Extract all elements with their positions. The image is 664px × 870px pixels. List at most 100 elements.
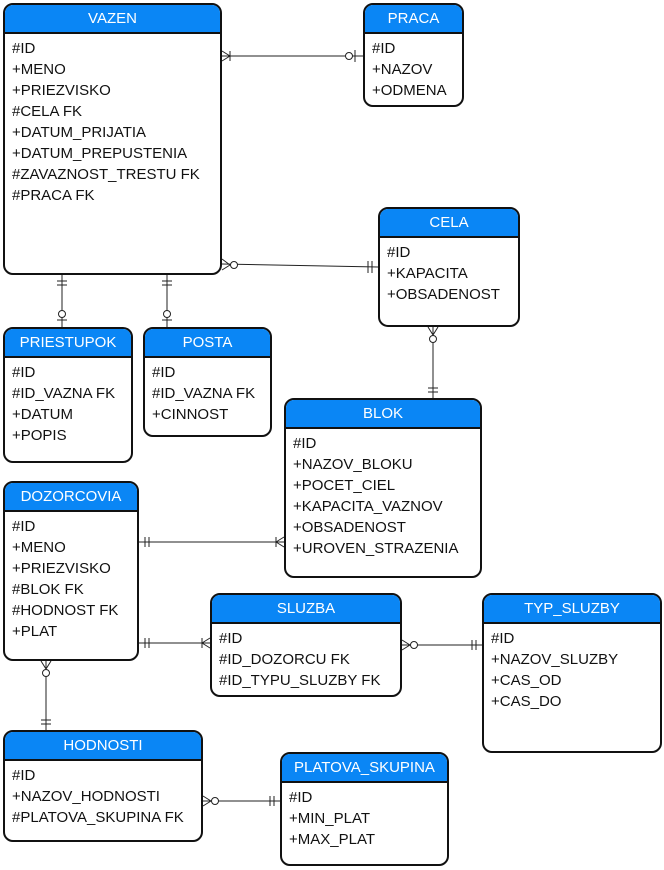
entity-dozorcovia[interactable]: DOZORCOVIA #ID +MENO +PRIEZVISKO #BLOK F…: [3, 481, 139, 661]
attribute: +DATUM_PRIJATIA: [12, 124, 147, 141]
crowfoot-many-vazen-cela: [221, 258, 231, 271]
attribute: +NAZOV_HODNOSTI: [12, 788, 160, 805]
attribute: #ID: [387, 244, 411, 261]
attribute: #ID_VAZNA FK: [12, 385, 116, 402]
attribute: +PLAT: [12, 623, 58, 640]
entity-title: DOZORCOVIA: [5, 483, 137, 512]
attribute: #BLOK FK: [12, 581, 84, 598]
bars-typ: [471, 640, 477, 650]
attribute: #CELA FK: [12, 103, 83, 120]
circle-posta: [163, 310, 171, 318]
entity-title: CELA: [380, 209, 518, 238]
bars-cela: [367, 261, 373, 273]
bars-platova: [269, 796, 275, 806]
circle-hodnosti-platova: [211, 797, 219, 805]
entity-title: TYP_SLUZBY: [484, 595, 660, 624]
attribute: +KAPACITA_VAZNOV: [293, 498, 443, 515]
entity-posta[interactable]: POSTA #ID #ID_VAZNA FK +CINNOST: [143, 327, 272, 437]
crowfoot-cela: [427, 326, 439, 336]
entity-title: POSTA: [145, 329, 270, 358]
attribute: +UROVEN_STRAZENIA: [293, 540, 459, 557]
attribute: +MENO: [12, 539, 66, 556]
attribute: #ID: [289, 789, 313, 806]
attribute: #ID: [219, 630, 243, 647]
attribute: +CAS_DO: [491, 693, 562, 710]
attribute: #PLATOVA_SKUPINA FK: [12, 809, 184, 826]
crowfoot-sluzba: [201, 637, 211, 649]
crowfoot-hodnosti: [202, 795, 212, 807]
entity-vazen[interactable]: VAZEN #ID +MENO +PRIEZVISKO #CELA FK +DA…: [3, 3, 222, 275]
attribute: +KAPACITA: [387, 265, 468, 282]
attribute: +NAZOV: [372, 61, 433, 78]
attribute: #ZAVAZNOST_TRESTU FK: [12, 166, 200, 183]
attribute: #ID_VAZNA FK: [152, 385, 256, 402]
entity-praca[interactable]: PRACA #ID +NAZOV +ODMENA: [363, 3, 464, 107]
attribute: +MIN_PLAT: [289, 810, 370, 827]
attribute: +OBSADENOST: [387, 286, 500, 303]
attribute: #ID_TYPU_SLUZBY FK: [219, 672, 381, 689]
crowfoot-dozorcovia: [40, 660, 52, 670]
rel-vazen-cela: [221, 263, 379, 268]
attribute-list: #ID #ID_VAZNA FK +DATUM +POPIS: [5, 358, 131, 446]
entity-typ-sluzby[interactable]: TYP_SLUZBY #ID +NAZOV_SLUZBY +CAS_OD +CA…: [482, 593, 662, 753]
circle-sluzba-typ: [410, 641, 418, 649]
attribute: #ID: [293, 435, 317, 452]
attribute: #ID: [491, 630, 515, 647]
entity-title: VAZEN: [5, 5, 220, 34]
entity-title: HODNOSTI: [5, 732, 201, 761]
attribute: #HODNOST FK: [12, 602, 119, 619]
circle-priestupok: [58, 310, 66, 318]
attribute: +MAX_PLAT: [289, 831, 376, 848]
entity-platova-skupina[interactable]: PLATOVA_SKUPINA #ID +MIN_PLAT +MAX_PLAT: [280, 752, 449, 866]
attribute: +ODMENA: [372, 82, 447, 99]
attribute: +CINNOST: [152, 406, 229, 423]
entity-title: PRACA: [365, 5, 462, 34]
attribute: +OBSADENOST: [293, 519, 406, 536]
entity-title: PLATOVA_SKUPINA: [282, 754, 447, 783]
attribute-list: #ID +NAZOV_BLOKU +POCET_CIEL +KAPACITA_V…: [286, 429, 480, 559]
attribute-list: #ID #ID_DOZORCU FK #ID_TYPU_SLUZBY FK: [212, 624, 400, 691]
attribute: #ID: [152, 364, 176, 381]
crowfoot-sluzba-typ: [401, 639, 411, 651]
crowfoot-many-vazen: [221, 50, 231, 62]
entity-title: PRIESTUPOK: [5, 329, 131, 358]
attribute: +POPIS: [12, 427, 67, 444]
attribute: +NAZOV_SLUZBY: [491, 651, 619, 668]
attribute: +DATUM: [12, 406, 73, 423]
bars-hodnosti: [41, 719, 51, 725]
entity-hodnosti[interactable]: HODNOSTI #ID +NAZOV_HODNOSTI #PLATOVA_SK…: [3, 730, 203, 842]
bars-blok: [428, 387, 438, 393]
bars-vazen-priestupok: [57, 280, 67, 286]
bars-vazen-posta: [162, 280, 172, 286]
entity-blok[interactable]: BLOK #ID +NAZOV_BLOKU +POCET_CIEL +KAPAC…: [284, 398, 482, 578]
attribute: #ID: [12, 40, 36, 57]
attribute: #PRACA FK: [12, 187, 95, 204]
attribute-list: #ID +MIN_PLAT +MAX_PLAT: [282, 783, 447, 850]
entity-title: SLUZBA: [212, 595, 400, 624]
bars-dozorcovia-sluzba: [144, 638, 150, 648]
attribute-list: #ID +NAZOV_HODNOSTI #PLATOVA_SKUPINA FK: [5, 761, 201, 828]
attribute-list: #ID +MENO +PRIEZVISKO #BLOK FK #HODNOST …: [5, 512, 137, 642]
entity-priestupok[interactable]: PRIESTUPOK #ID #ID_VAZNA FK +DATUM +POPI…: [3, 327, 133, 463]
attribute: +POCET_CIEL: [293, 477, 396, 494]
entity-sluzba[interactable]: SLUZBA #ID #ID_DOZORCU FK #ID_TYPU_SLUZB…: [210, 593, 402, 697]
attribute: #ID: [12, 364, 36, 381]
attribute: +MENO: [12, 61, 66, 78]
circle-vazen-cela: [230, 261, 238, 269]
circle-cela-blok: [429, 335, 437, 343]
attribute-list: #ID +NAZOV_SLUZBY +CAS_OD +CAS_DO: [484, 624, 660, 712]
attribute-list: #ID +NAZOV +ODMENA: [365, 34, 462, 101]
attribute: #ID_DOZORCU FK: [219, 651, 350, 668]
attribute: +DATUM_PREPUSTENIA: [12, 145, 188, 162]
attribute: +PRIEZVISKO: [12, 82, 111, 99]
attribute: #ID: [12, 518, 36, 535]
attribute-list: #ID #ID_VAZNA FK +CINNOST: [145, 358, 270, 425]
entity-cela[interactable]: CELA #ID +KAPACITA +OBSADENOST: [378, 207, 520, 327]
attribute: +CAS_OD: [491, 672, 562, 689]
entity-title: BLOK: [286, 400, 480, 429]
attribute: +PRIEZVISKO: [12, 560, 111, 577]
attribute-list: #ID +MENO +PRIEZVISKO #CELA FK +DATUM_PR…: [5, 34, 220, 206]
circle-dozorcovia-hodnosti: [42, 669, 50, 677]
crowfoot-blok: [275, 536, 285, 548]
